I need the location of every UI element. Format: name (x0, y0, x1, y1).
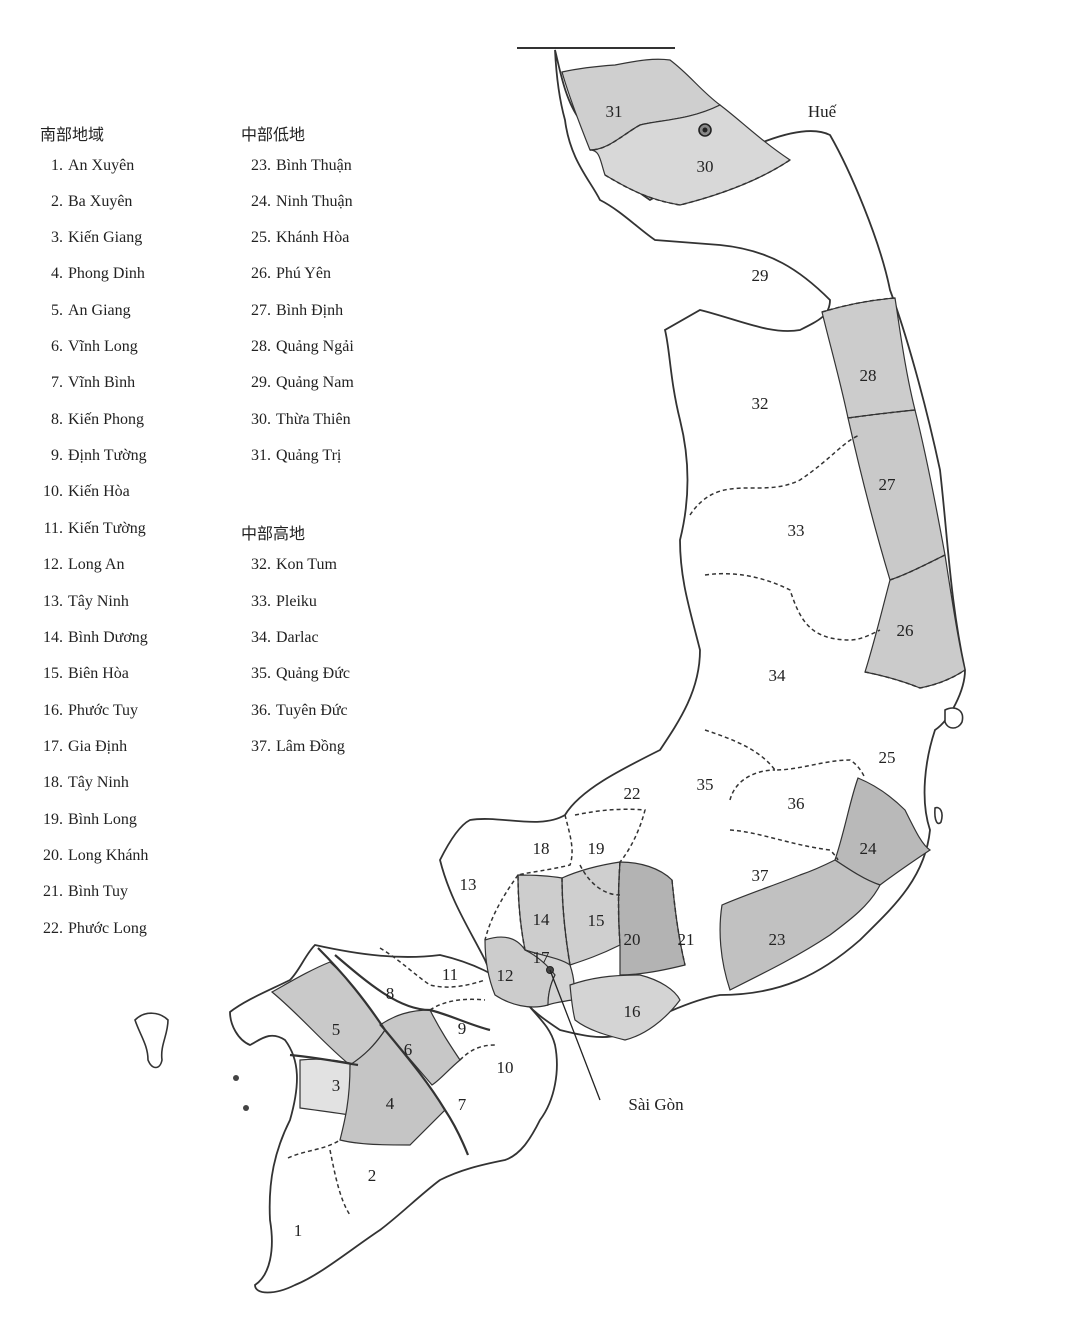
internal-boundaries (287, 124, 966, 1216)
region-number: 26 (897, 621, 914, 640)
island-east-1 (944, 707, 964, 729)
region-number: 24 (860, 839, 878, 858)
region-number: 13 (460, 875, 477, 894)
region-number: 1 (294, 1221, 303, 1240)
region-shape-20 (617, 861, 686, 976)
hue-label: Huế (808, 102, 837, 121)
region-number: 37 (752, 866, 770, 885)
saigon-pointer-line (549, 969, 601, 1101)
region-number: 36 (788, 794, 805, 813)
region-number: 34 (769, 666, 787, 685)
region-number: 28 (860, 366, 877, 385)
region-number: 8 (386, 984, 395, 1003)
island-phu-quoc (134, 1012, 169, 1069)
region-number: 31 (606, 102, 623, 121)
region-number: 3 (332, 1076, 341, 1095)
region-number: 33 (788, 521, 805, 540)
region-shape-16 (569, 974, 681, 1041)
region-number: 29 (752, 266, 769, 285)
region-number: 5 (332, 1020, 341, 1039)
region-number: 23 (769, 930, 786, 949)
region-number: 22 (624, 784, 641, 803)
region-shape-6 (379, 1009, 461, 1086)
island-dot-1 (233, 1075, 239, 1081)
region-number: 35 (697, 775, 714, 794)
region-number: 17 (533, 948, 551, 967)
region-number: 16 (624, 1002, 641, 1021)
region-shape-23 (719, 859, 881, 991)
region-number: 11 (442, 965, 458, 984)
region-number: 4 (386, 1094, 395, 1113)
region-number: 12 (497, 966, 514, 985)
island-east-2 (934, 806, 943, 825)
region-number: 30 (697, 157, 714, 176)
region-number: 10 (497, 1058, 514, 1077)
region-number: 18 (533, 839, 550, 858)
region-number: 6 (404, 1040, 413, 1059)
region-number: 32 (752, 394, 769, 413)
region-number: 14 (533, 910, 551, 929)
island-dot-2 (243, 1105, 249, 1111)
region-number: 25 (879, 748, 896, 767)
region-number: 20 (624, 930, 641, 949)
region-number: 15 (588, 911, 605, 930)
hue-city-marker-inner (702, 127, 708, 133)
region-number: 19 (588, 839, 605, 858)
rivers (289, 947, 491, 1156)
region-number: 2 (368, 1166, 377, 1185)
region-number: 7 (458, 1095, 467, 1114)
region-number: 27 (879, 475, 897, 494)
region-number: 9 (458, 1019, 467, 1038)
region-shape-26 (864, 554, 966, 689)
region-number: 21 (678, 930, 695, 949)
saigon-label: Sài Gòn (628, 1095, 684, 1114)
region-shape-24 (834, 777, 932, 886)
region-number-labels: 1 2 3 4 5 6 7 8 9 10 11 12 13 14 15 16 1… (294, 102, 914, 1240)
